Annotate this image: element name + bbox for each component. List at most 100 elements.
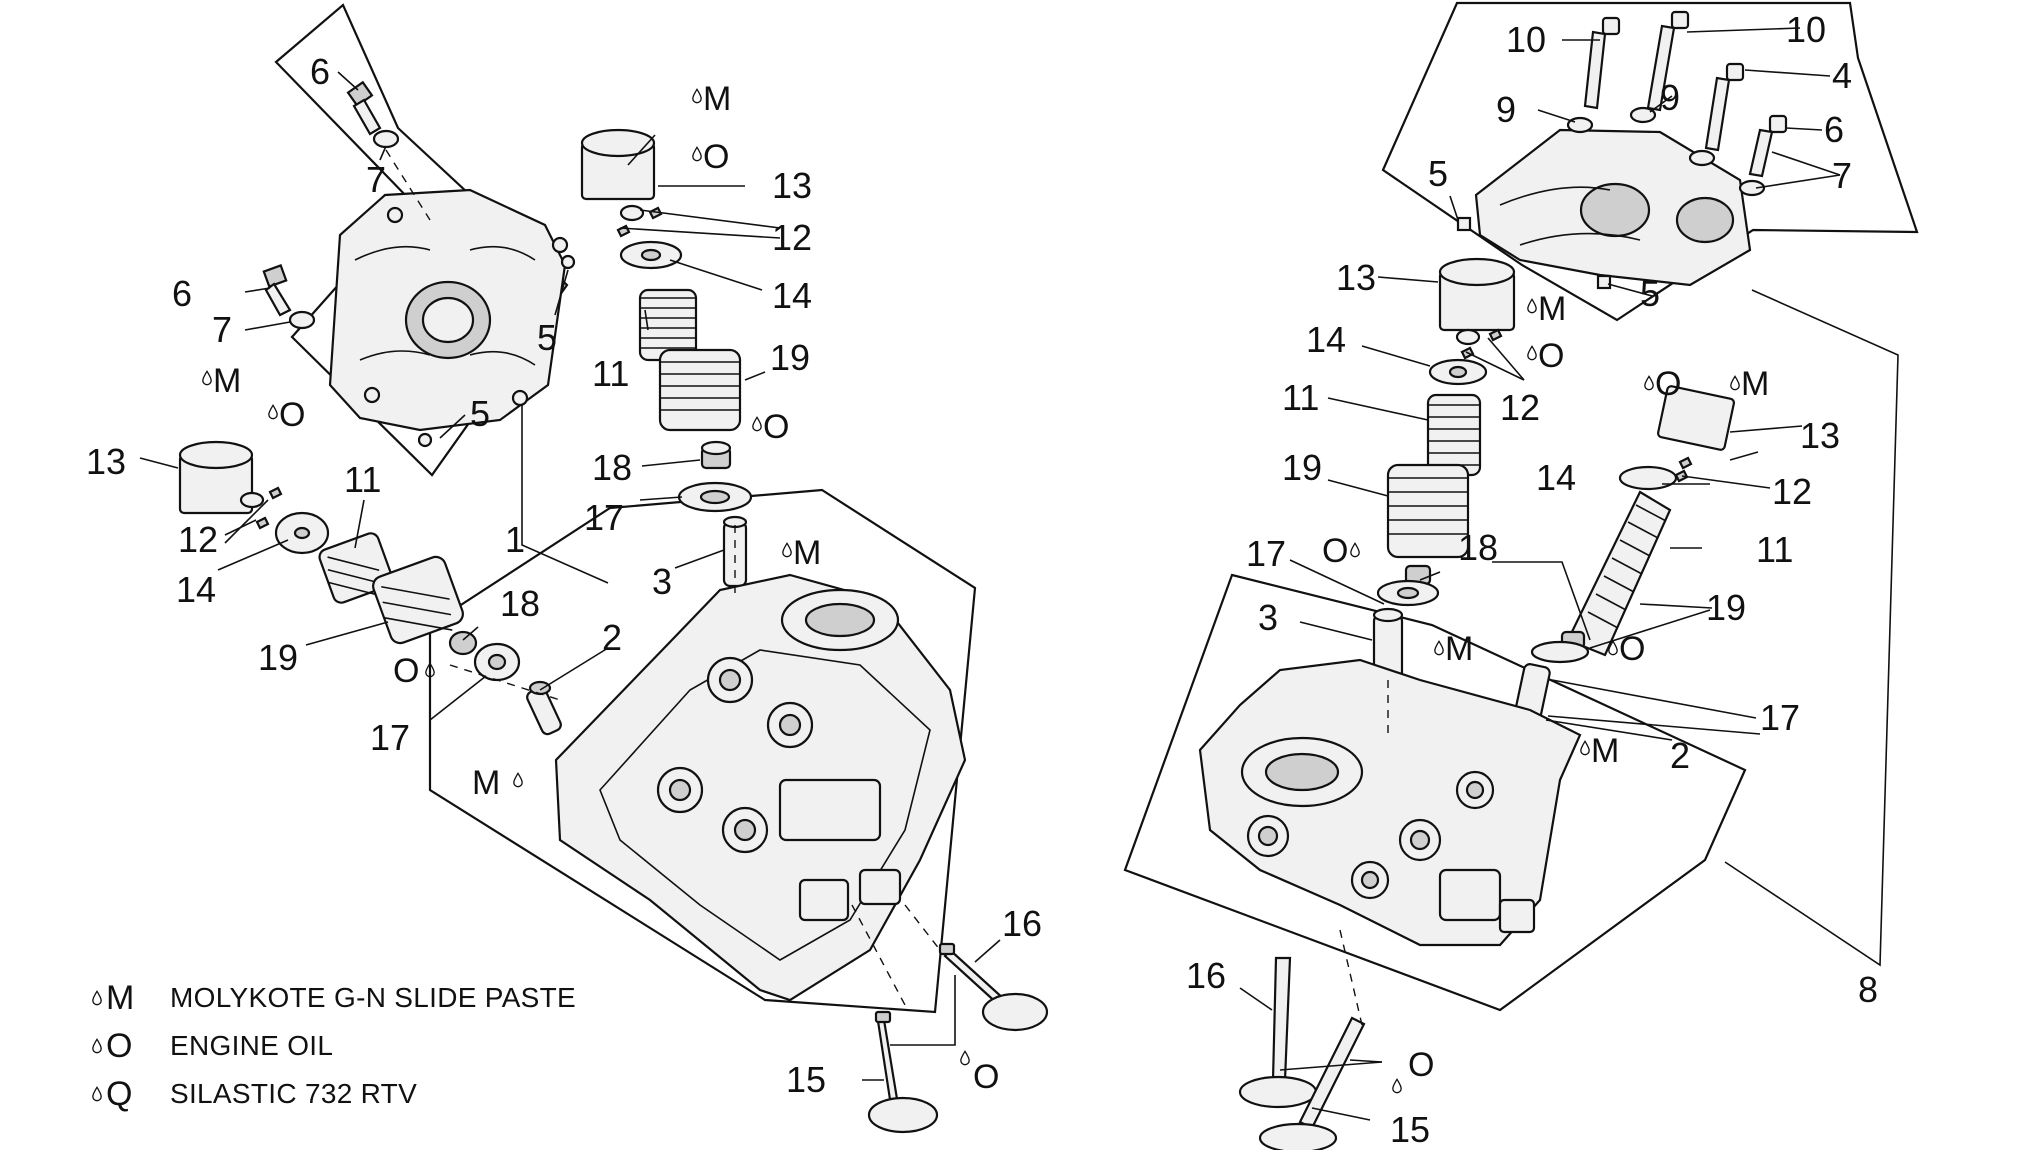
callout-18: 18 [592,447,632,488]
callout-7: 7 [212,309,232,350]
callout-3: 3 [1258,597,1278,638]
callout-18: 18 [1458,527,1498,568]
callout-12: 12 [178,519,218,560]
right-valve-16 [1238,956,1318,1109]
svg-text:O: O [1655,365,1681,403]
callout-2: 2 [602,617,622,658]
callout-17: 17 [370,717,410,758]
legend-item-silastic: Q SILASTIC 732 RTV [92,1074,417,1114]
callout-6: 6 [310,51,330,92]
callout-11: 11 [1756,529,1793,570]
callout-17: 17 [584,497,624,538]
callout-9: 9 [1496,89,1516,130]
callout-14: 14 [1306,319,1346,360]
callout-7: 7 [366,159,386,200]
callout-6: 6 [172,273,192,314]
drop-icon: M [92,979,170,1018]
right-tappet-upper [1428,257,1516,386]
left-valve-16 [938,942,1049,1032]
callout-9: 9 [1660,77,1680,118]
callout-12: 12 [1772,471,1812,512]
left-valve-15 [867,1010,939,1134]
callout-11: 11 [1282,377,1319,418]
legend-label: SILASTIC 732 RTV [170,1078,418,1109]
svg-text:M: M [793,534,821,572]
svg-text:O: O [1538,337,1564,375]
svg-text:M: M [1591,732,1619,770]
left-cylinder-head [554,573,967,1002]
left-spring-outer-top [658,348,742,432]
right-bolts [1566,10,1788,197]
callout-15: 15 [786,1059,826,1100]
callout-10: 10 [1786,9,1826,50]
right-camshaft-cap [1456,128,1752,290]
legend-symbol-q: Q [106,1074,133,1113]
left-bolt-upper [346,80,400,149]
callout-11: 11 [592,353,629,394]
callout-5: 5 [537,317,557,358]
right-spring-side [1566,490,1672,657]
svg-text:M: M [703,80,731,118]
left-bolt-lower [262,263,316,330]
legend-item-engine-oil: O ENGINE OIL [92,1026,333,1066]
left-head-frame [428,488,977,1014]
callout-5: 5 [470,393,490,434]
right-spring-outer-upper [1386,463,1470,559]
callout-19: 19 [258,637,298,678]
left-guide-2 [526,680,562,736]
left-assembly: 6 7 6 7 5 5 13 12 14 11 19 18 17 13 12 1… [86,3,1049,1134]
svg-text:M: M [472,764,500,802]
callout-11: 11 [344,459,381,500]
callout-19: 19 [1282,447,1322,488]
right-cylinder-head [1198,658,1582,947]
callout-2: 2 [1670,735,1690,776]
svg-text:O: O [1619,630,1645,668]
legend-label: MOLYKOTE G-N SLIDE PASTE [170,982,577,1013]
callout-17: 17 [1246,533,1286,574]
callout-13: 13 [1800,415,1840,456]
svg-text:O: O [279,396,305,434]
svg-text:O: O [703,138,729,176]
right-seal-side [1530,630,1590,664]
right-cap-frame [1381,1,1919,322]
callout-4: 4 [1832,55,1852,96]
svg-text:O: O [393,652,419,690]
right-spring-inner-upper [1426,393,1482,477]
left-leaders [139,71,1001,1081]
callout-19: 19 [1706,587,1746,628]
legend-symbol-o: O [106,1026,133,1065]
right-seal-upper [1376,564,1440,607]
callout-14: 14 [176,569,216,610]
callout-5: 5 [1428,153,1448,194]
callout-13: 13 [86,441,126,482]
left-tappet-top [580,128,683,270]
legend-item-molykote: M MOLYKOTE G-N SLIDE PASTE [92,978,576,1018]
callout-17: 17 [1760,697,1800,738]
callout-19: 19 [770,337,810,378]
drop-icon: Q [92,1075,170,1114]
callout-18: 18 [500,583,540,624]
callout-8: 8 [1858,969,1878,1010]
callout-7: 7 [1832,155,1852,196]
right-assembly: 10 10 4 9 9 6 7 5 5 13 14 12 11 19 13 14… [1123,1,1919,1150]
svg-text:M: M [1538,290,1566,328]
right-leaders [1239,27,1841,1121]
callout-13: 13 [772,165,812,206]
callout-5: 5 [1640,273,1660,314]
svg-text:O: O [763,408,789,446]
callout-14: 14 [1536,457,1576,498]
callout-6: 6 [1824,109,1844,150]
right-guide-3 [1372,607,1404,683]
callout-15: 15 [1390,1109,1430,1150]
callout-12: 12 [1500,387,1540,428]
callout-3: 3 [652,561,672,602]
callout-10: 10 [1506,19,1546,60]
legend-label: ENGINE OIL [170,1030,334,1061]
legend-symbol-m: M [106,978,135,1017]
svg-text:M: M [213,362,241,400]
svg-text:M: M [1741,365,1769,403]
left-spring-outer-side [372,555,464,645]
svg-text:O: O [1322,532,1348,570]
right-valve-15 [1258,1016,1366,1150]
